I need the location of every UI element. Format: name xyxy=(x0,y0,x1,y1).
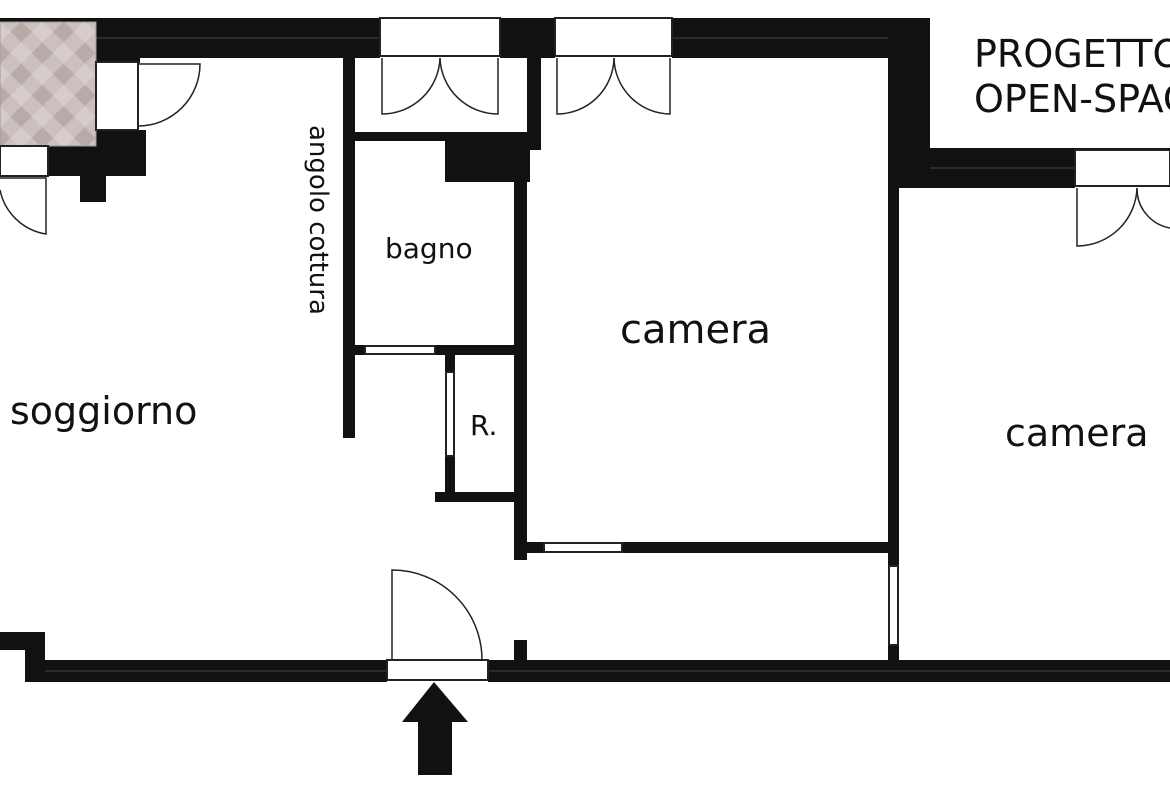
entrance-arrow-icon xyxy=(402,682,468,775)
room-label-angolo-cottura-wrapper: angolo cottura xyxy=(300,125,336,345)
project-title-line2: OPEN-SPACE xyxy=(974,77,1170,121)
project-title-line1: PROGETTO xyxy=(974,32,1170,76)
room-label-bagno: bagno xyxy=(385,232,473,265)
room-label-ripostiglio: R. xyxy=(470,409,498,442)
room-label-camera-2: camera xyxy=(1005,411,1149,455)
room-label-angolo-cottura: angolo cottura xyxy=(303,125,333,315)
room-label-soggiorno: soggiorno xyxy=(10,389,198,433)
floor-tile-pattern xyxy=(0,21,97,147)
windows xyxy=(0,17,1170,681)
room-label-camera-1: camera xyxy=(620,307,772,353)
wall-hatch xyxy=(0,37,1170,672)
door-swings xyxy=(0,57,1170,661)
project-title: PROGETTO OPEN-SPACE xyxy=(974,32,1170,122)
